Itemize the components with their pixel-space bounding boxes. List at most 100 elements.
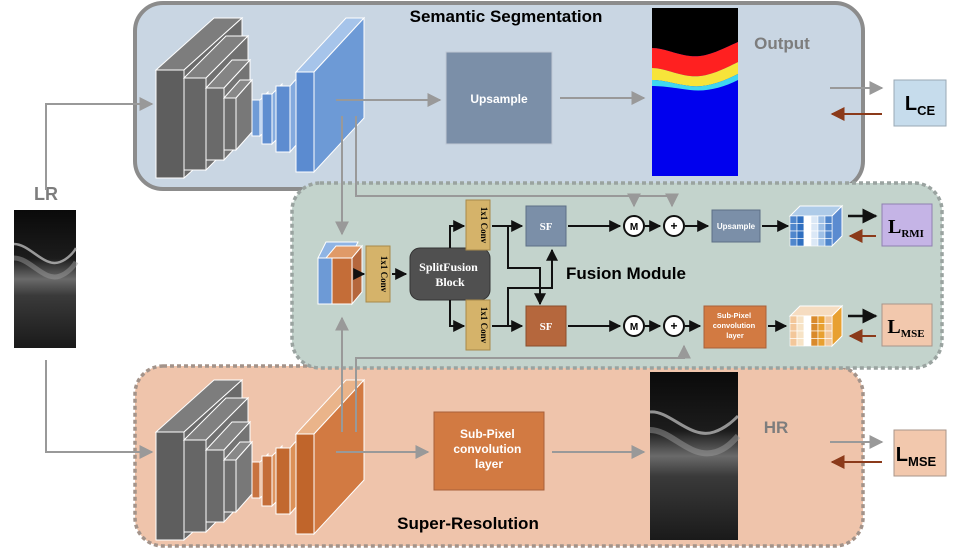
- conv-1x1-first: [365, 245, 391, 303]
- cube-cell: [796, 223, 805, 232]
- subpixel-line-1: Sub-Pixel: [460, 427, 515, 441]
- cube-cell: [803, 238, 812, 247]
- cube-cell: [803, 323, 812, 332]
- cube-cell: [810, 330, 819, 339]
- add-bottom-label: +: [670, 319, 677, 333]
- cube-cell: [789, 215, 798, 224]
- cube-cell: [824, 338, 833, 347]
- svg-text:LMSE: LMSE: [887, 316, 924, 340]
- cube-cell: [796, 315, 805, 324]
- conv-1x1-first-label: 1x1 Conv: [379, 256, 389, 293]
- fusion-module-title: Fusion Module: [566, 264, 686, 283]
- cube-cell: [789, 223, 798, 232]
- hr-oct-image: [649, 372, 741, 540]
- fusion-input-features: [317, 241, 364, 306]
- semantic-decoder: [251, 16, 366, 174]
- cube-cell: [796, 238, 805, 247]
- svg-text:SplitFusion Block: SplitFusion Block: [419, 260, 481, 289]
- loss-mse-sr-main: L: [896, 444, 908, 466]
- upsample-block: [445, 51, 553, 145]
- cube-cell: [803, 315, 812, 324]
- sr-decoder: [251, 378, 366, 536]
- loss-mse-fusion-sub: MSE: [901, 328, 925, 340]
- cube-cell: [796, 230, 805, 239]
- cube-cell: [803, 230, 812, 239]
- sr-encoder: [154, 378, 254, 542]
- svg-text:Sub-Pixel convolution: Sub-Pixel convolution layer: [713, 311, 758, 340]
- cube-cell: [810, 338, 819, 347]
- subpixel-line-3: layer: [475, 457, 503, 471]
- splitfusion-block: [409, 247, 491, 301]
- super-resolution-title: Super-Resolution: [397, 514, 539, 533]
- cube-cell: [810, 238, 819, 247]
- loss-mse-fusion-main: L: [887, 316, 900, 338]
- loss-ce-sub: CE: [917, 103, 935, 118]
- cube-cell: [803, 215, 812, 224]
- svg-text:Sub-Pixel convolution: Sub-Pixel convolution layer: [453, 427, 524, 471]
- cube-cell: [796, 338, 805, 347]
- cube-cell: [824, 223, 833, 232]
- add-node-top: [663, 215, 685, 237]
- loss-ce-main: L: [905, 93, 917, 115]
- cube-cell: [824, 215, 833, 224]
- loss-rmi-box: LRMI: [881, 203, 933, 247]
- cube-cell: [796, 330, 805, 339]
- hr-label: HR: [764, 418, 789, 437]
- sf-block-bottom: [525, 305, 567, 347]
- loss-mse-sr-sub: MSE: [908, 454, 937, 469]
- svg-text:LRMI: LRMI: [888, 216, 924, 240]
- cube-cell: [817, 215, 826, 224]
- mse-output-cube: [788, 304, 844, 348]
- lr-label: LR: [34, 184, 58, 204]
- loss-mse-sr-box: LMSE: [893, 429, 947, 477]
- cube-cell: [810, 215, 819, 224]
- cube-cell: [810, 223, 819, 232]
- cube-cell: [789, 323, 798, 332]
- cube-cell: [817, 238, 826, 247]
- cube-cell: [803, 330, 812, 339]
- semantic-encoder: [154, 16, 254, 180]
- cube-cell: [824, 238, 833, 247]
- cube-cell: [824, 315, 833, 324]
- sf-bottom-label: SF: [540, 321, 553, 333]
- cube-cell: [810, 230, 819, 239]
- cube-cell: [789, 238, 798, 247]
- output-label: Output: [754, 34, 810, 53]
- splitfusion-line-2: Block: [435, 275, 465, 289]
- upsample-small-block: [711, 209, 761, 243]
- multiply-node-top: [623, 215, 645, 237]
- multiply-node-bottom: [623, 315, 645, 337]
- upsample-small-label: Upsample: [717, 222, 756, 231]
- subpixel-small-line-2: convolution: [713, 321, 756, 330]
- add-top-label: +: [670, 219, 677, 233]
- cube-cell: [817, 315, 826, 324]
- subpixel-small-line-1: Sub-Pixel: [717, 311, 751, 320]
- cube-cell: [789, 330, 798, 339]
- sf-top-label: SF: [540, 221, 553, 233]
- cube-cell: [789, 315, 798, 324]
- rmi-output-cube: [788, 204, 844, 248]
- loss-rmi-sub: RMI: [901, 228, 924, 240]
- conv-1x1-bottom: [465, 299, 491, 351]
- segmentation-output-map: [652, 8, 738, 176]
- conv-1x1-bottom-label: 1x1 Conv: [479, 307, 489, 344]
- cube-cell: [817, 230, 826, 239]
- cube-cell: [817, 323, 826, 332]
- cube-cell: [796, 323, 805, 332]
- conv-1x1-top-label: 1x1 Conv: [479, 207, 489, 244]
- svg-text:LCE: LCE: [905, 93, 936, 118]
- cube-cell: [824, 323, 833, 332]
- cube-cell: [817, 338, 826, 347]
- loss-mse-fusion-box: LMSE: [881, 303, 933, 347]
- multiply-bottom-label: M: [630, 322, 638, 333]
- loss-ce-box: LCE: [893, 79, 947, 127]
- splitfusion-line-1: SplitFusion: [419, 260, 478, 274]
- subpixel-line-2: convolution: [453, 442, 521, 456]
- cube-cell: [817, 330, 826, 339]
- subpixel-small-line-3: layer: [726, 331, 744, 340]
- cube-cell: [824, 330, 833, 339]
- conv-1x1-top: [465, 199, 491, 251]
- subpixel-small-block: [703, 305, 767, 349]
- semantic-segmentation-title: Semantic Segmentation: [410, 7, 603, 26]
